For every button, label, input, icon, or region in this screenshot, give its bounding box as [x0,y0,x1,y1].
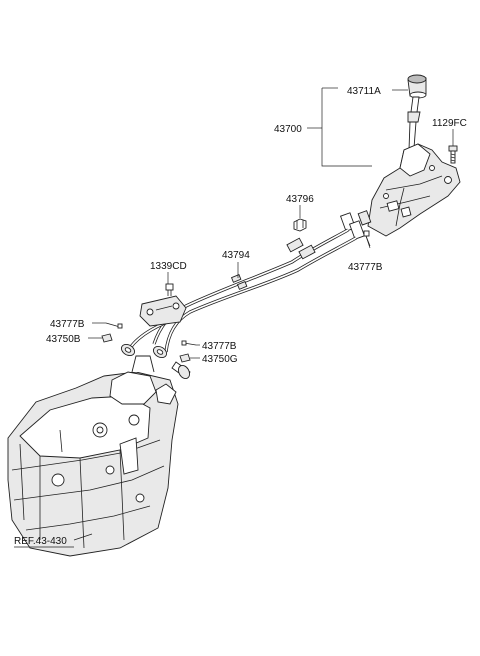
callout-43700: 43700 [274,124,302,135]
callout-43750b: 43750B [46,334,81,345]
cable-clip [293,218,307,232]
callout-43711a: 43711A [347,86,381,97]
shift-lever-rod [407,96,421,151]
leader-lines [73,87,454,541]
callout-43777b-left: 43777B [50,319,85,330]
callout-43796: 43796 [286,194,314,205]
callout-1339cd: 1339CD [150,261,187,272]
callout-43777b-right: 43777B [202,341,237,352]
washer-43750g [179,353,191,363]
shift-cable-assembly [128,228,357,353]
callout-43777b-upper: 43777B [348,262,383,273]
pin-43777b-left [105,322,123,329]
shift-lever-housing [367,143,461,237]
shift-lever-assembly [339,74,461,240]
callout-ref: REF.43-430 [14,536,67,547]
cable-bracket [139,295,187,327]
transmission-assembly [7,355,179,557]
washer-43750b [101,333,113,343]
shift-knob [407,74,427,99]
callout-43794: 43794 [222,250,250,261]
callout-1129fc: 1129FC [432,118,467,129]
housing-cable-connectors [339,210,372,240]
cable-ends [120,343,191,380]
pin-43777b-right [181,340,197,346]
callout-43750g: 43750G [202,354,238,365]
bolt-1129fc [448,145,458,164]
bracket-bolt-1339cd [165,283,174,296]
